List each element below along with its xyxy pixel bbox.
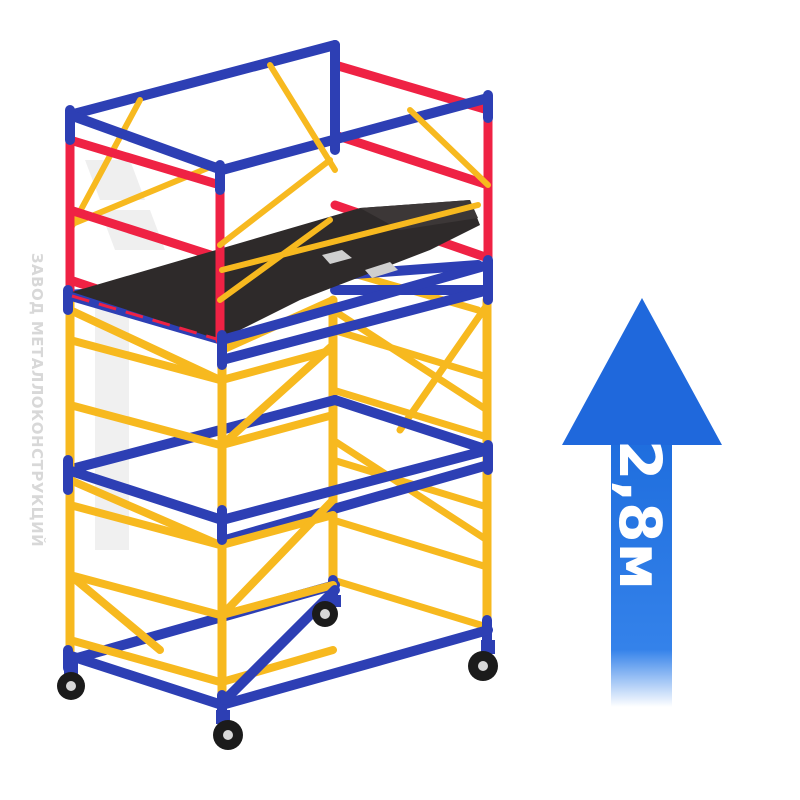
platform-deck (71, 200, 480, 342)
height-label: 2,8м (606, 439, 674, 591)
height-arrow (562, 298, 722, 707)
caster-wheels (57, 595, 498, 750)
scaffold-left-frame (63, 105, 227, 710)
watermark-text: ЗАВОД МЕТАЛЛОКОНСТРУКЦИЙ (28, 252, 46, 548)
